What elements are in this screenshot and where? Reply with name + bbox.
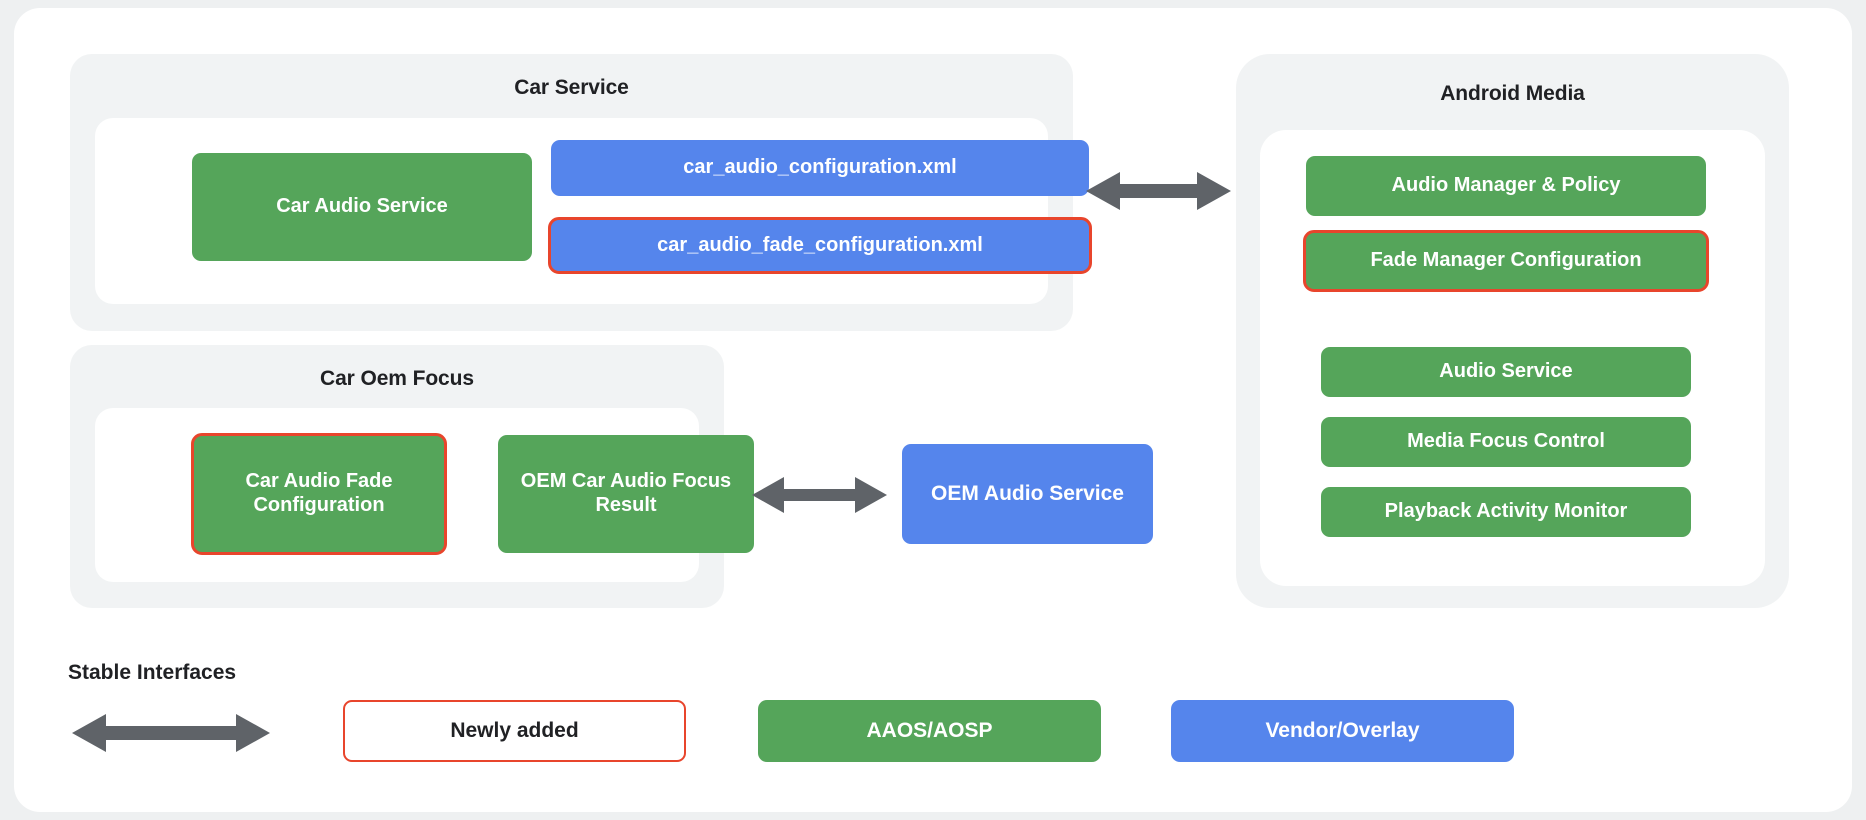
node-fade-manager-configuration[interactable]: Fade Manager Configuration <box>1303 230 1709 292</box>
group-car-service-inner: Car Audio Service car_audio_configuratio… <box>95 118 1092 304</box>
node-playback-activity-monitor-label: Playback Activity Monitor <box>1384 500 1628 523</box>
node-oem-audio-service-label: OEM Audio Service <box>931 481 1124 505</box>
diagram-canvas: Car Service Car Audio Service car_audio_… <box>14 8 1852 812</box>
node-car-audio-configuration-xml[interactable]: car_audio_configuration.xml <box>551 140 1089 196</box>
node-playback-activity-monitor[interactable]: Playback Activity Monitor <box>1321 487 1691 537</box>
connector-car-service-to-android-media <box>1086 168 1231 214</box>
group-android-media-title: Android Media <box>1440 82 1585 105</box>
node-fade-manager-configuration-label: Fade Manager Configuration <box>1370 249 1642 272</box>
group-car-service-title: Car Service <box>514 76 629 99</box>
node-audio-service-label: Audio Service <box>1439 360 1573 383</box>
group-android-media-inner: Audio Manager & Policy Fade Manager Conf… <box>1260 130 1765 586</box>
legend-item-vendor-overlay-label: Vendor/Overlay <box>1265 719 1420 742</box>
node-audio-service[interactable]: Audio Service <box>1321 347 1691 397</box>
group-car-oem-focus-inner: Car Audio Fade Configuration OEM Car Aud… <box>95 408 754 582</box>
legend-stable-interfaces-arrow <box>72 711 270 755</box>
node-audio-manager-policy[interactable]: Audio Manager & Policy <box>1306 156 1706 216</box>
double-arrow-icon <box>752 477 887 513</box>
double-arrow-icon <box>72 714 270 752</box>
node-car-audio-service[interactable]: Car Audio Service <box>192 153 532 261</box>
legend-item-aaos-aosp[interactable]: AAOS/AOSP <box>758 700 1101 762</box>
group-car-oem-focus-title: Car Oem Focus <box>320 367 474 390</box>
double-arrow-icon <box>1086 172 1231 210</box>
node-audio-manager-policy-label: Audio Manager & Policy <box>1391 174 1621 197</box>
legend-item-newly-added[interactable]: Newly added <box>343 700 686 762</box>
group-android-media: Android Media Audio Manager & Policy Fad… <box>1236 54 1789 608</box>
node-car-audio-configuration-xml-label: car_audio_configuration.xml <box>683 156 957 179</box>
legend-item-newly-added-label: Newly added <box>450 719 579 742</box>
group-car-service: Car Service Car Audio Service car_audio_… <box>70 54 1092 331</box>
legend-item-vendor-overlay[interactable]: Vendor/Overlay <box>1171 700 1514 762</box>
node-car-audio-fade-configuration-xml-label: car_audio_fade_configuration.xml <box>657 233 983 256</box>
legend-stable-interfaces-label: Stable Interfaces <box>68 661 237 684</box>
node-car-audio-fade-configuration-xml[interactable]: car_audio_fade_configuration.xml <box>548 217 1092 274</box>
node-media-focus-control-label: Media Focus Control <box>1407 430 1605 453</box>
node-car-audio-fade-configuration[interactable]: Car Audio Fade Configuration <box>191 433 447 555</box>
connector-car-oem-focus-to-oem-audio-service <box>752 474 887 516</box>
node-oem-audio-service[interactable]: OEM Audio Service <box>902 444 1153 544</box>
group-car-oem-focus: Car Oem Focus Car Audio Fade Configurati… <box>70 345 754 608</box>
node-oem-car-audio-focus-result-label: OEM Car Audio Focus Result <box>520 470 732 516</box>
legend-item-aaos-aosp-label: AAOS/AOSP <box>866 719 993 742</box>
node-oem-car-audio-focus-result[interactable]: OEM Car Audio Focus Result <box>498 435 754 553</box>
node-car-audio-fade-configuration-label: Car Audio Fade Configuration <box>245 470 393 516</box>
node-media-focus-control[interactable]: Media Focus Control <box>1321 417 1691 467</box>
node-car-audio-service-label: Car Audio Service <box>276 195 448 218</box>
